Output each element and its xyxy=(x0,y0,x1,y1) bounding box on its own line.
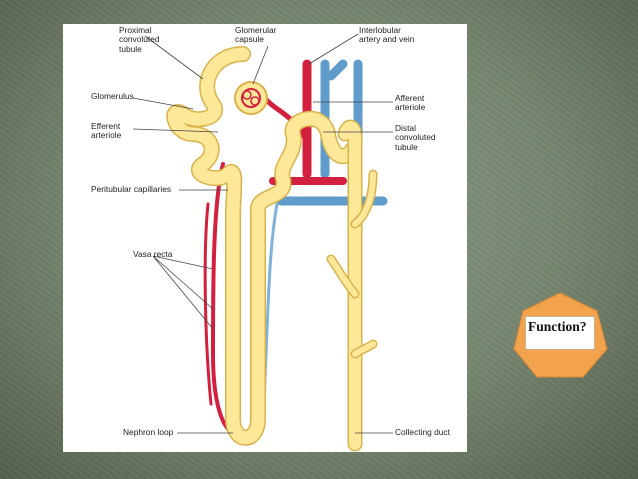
label-interlobular-artery-vein: Interlobular artery and vein xyxy=(359,25,415,45)
callout-text: Function? xyxy=(525,316,595,350)
glomerulus xyxy=(234,81,268,115)
function-callout: Function? xyxy=(513,292,608,378)
label-proximal-convoluted-tubule: Proximal convoluted tubule xyxy=(119,25,160,54)
nephron-diagram-panel: Proximal convoluted tubule Glomerular ca… xyxy=(63,24,467,452)
nephron-diagram xyxy=(132,33,393,452)
label-distal-convoluted-tubule: Distal convoluted tubule xyxy=(395,123,436,152)
label-leader-lines xyxy=(132,33,393,434)
label-nephron-loop: Nephron loop xyxy=(123,427,174,437)
label-efferent-arteriole: Efferent arteriole xyxy=(91,121,122,141)
label-glomerular-capsule: Glomerular capsule xyxy=(235,25,277,45)
nephron-tubule xyxy=(166,46,378,452)
label-peritubular-capillaries: Peritubular capillaries xyxy=(91,184,172,194)
label-vasa-recta: Vasa recta xyxy=(133,249,173,259)
label-collecting-duct: Collecting duct xyxy=(395,427,450,437)
label-afferent-arteriole: Afferent arteriole xyxy=(395,93,426,113)
label-glomerulus: Glomerulus xyxy=(91,91,134,101)
